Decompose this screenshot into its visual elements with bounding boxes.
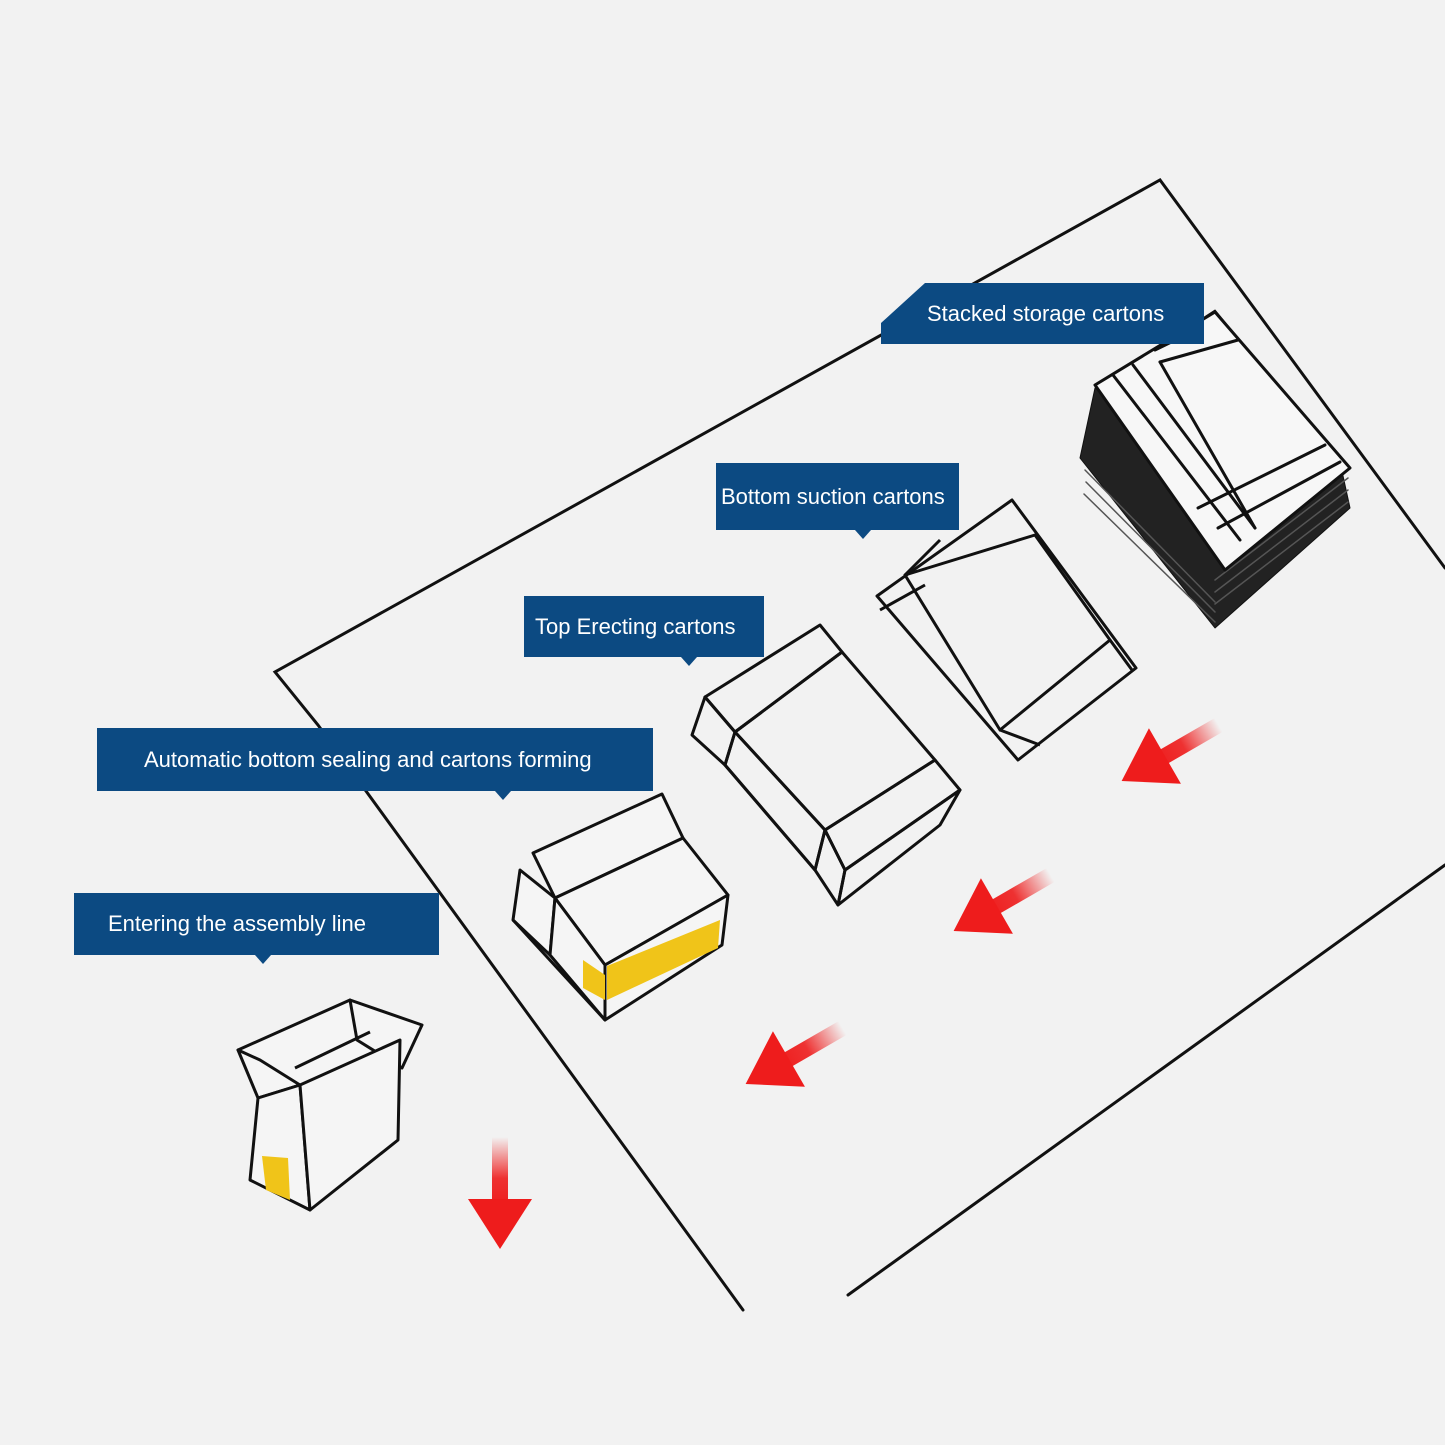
erecting-carton <box>690 623 962 907</box>
auto-sealing-label: Automatic bottom sealing and cartons for… <box>97 728 653 800</box>
bottom-suction-label: Bottom suction cartons <box>716 463 959 539</box>
top-erecting-label: Top Erecting cartons <box>524 596 764 666</box>
stacked-storage-label: Stacked storage cartons <box>881 283 1204 344</box>
conveyor-platform <box>272 178 1445 1312</box>
flat-carton <box>875 498 1138 762</box>
sealing-tape <box>583 960 605 1000</box>
sealed-carton <box>511 792 730 1022</box>
carton-tape <box>262 1156 290 1200</box>
sealing-tape <box>607 920 720 1000</box>
entering-line-label: Entering the assembly line <box>74 893 439 964</box>
open-carton <box>236 998 424 1212</box>
